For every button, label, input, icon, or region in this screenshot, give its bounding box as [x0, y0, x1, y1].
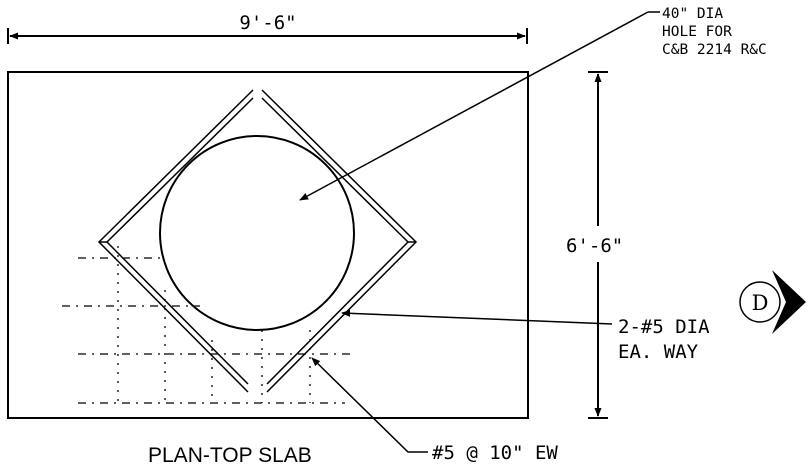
section-marker-letter: D — [752, 291, 769, 315]
diagonal-bar-inner-left — [105, 97, 254, 385]
diagonal-bar-inner-right — [261, 97, 410, 385]
diagonal-rebar — [97, 89, 418, 393]
section-marker: D — [739, 270, 806, 334]
grid-rebar — [62, 246, 352, 404]
slab-outline — [7, 71, 529, 419]
grid-bars-label: #5 @ 10" EW — [432, 442, 558, 464]
width-dimension-label: 9'-6" — [239, 12, 296, 34]
height-dimension-label: 6'-6" — [566, 235, 623, 257]
section-marker-circle — [739, 281, 781, 323]
section-marker-arrow-icon — [772, 270, 806, 334]
grid-bars-leader — [311, 357, 428, 453]
width-dimension: 9'-6" — [7, 12, 528, 44]
diagonal-bar-outer-left — [97, 89, 254, 393]
hole-callout-line-2: HOLE FOR — [662, 24, 732, 40]
drawing-title: PLAN-TOP SLAB — [148, 444, 312, 467]
hole-callout-line-1: 40" DIA — [662, 6, 723, 22]
height-dimension: 6'-6" — [566, 71, 623, 419]
diagonal-bars-callout: 2-#5 DIA EA. WAY — [341, 309, 710, 363]
grid-bars-callout: #5 @ 10" EW — [311, 357, 558, 464]
diagonal-bars-label-1: 2-#5 DIA — [618, 316, 710, 338]
diagonal-bars-label-2: EA. WAY — [618, 341, 699, 363]
hole-leader-line — [299, 11, 649, 201]
hole-callout: 40" DIA HOLE FOR C&B 2214 R&C — [299, 6, 767, 201]
hole-callout-line-3: C&B 2214 R&C — [662, 42, 767, 58]
diagonal-bars-leader — [341, 309, 613, 325]
diagonal-bar-outer-right — [261, 89, 418, 393]
hole-circle — [159, 135, 355, 331]
